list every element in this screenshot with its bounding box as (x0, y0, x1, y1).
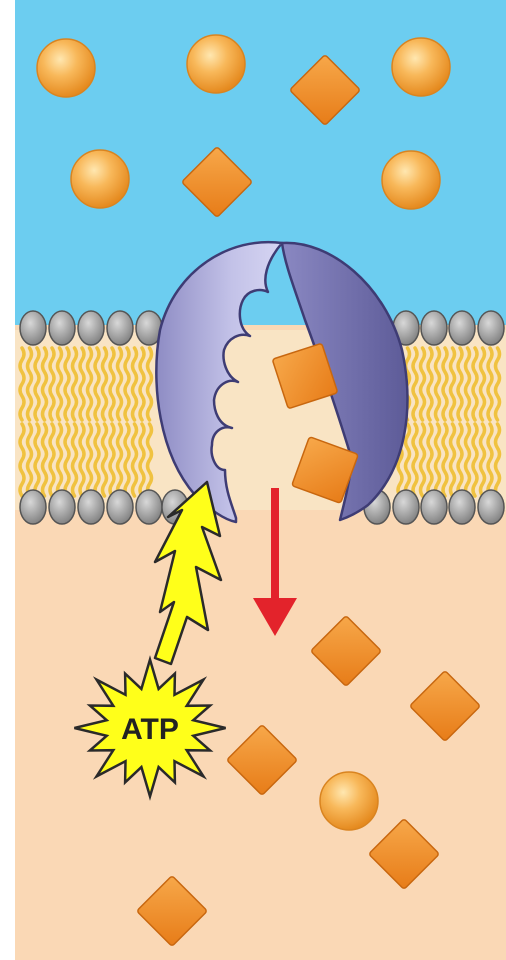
atp-starburst: ATP (74, 660, 225, 797)
lipid-head (478, 311, 504, 345)
sphere-molecule (71, 150, 129, 208)
lipid-head (393, 490, 419, 524)
lipid-head (421, 311, 447, 345)
lipid-head (449, 311, 475, 345)
lipid-head (421, 490, 447, 524)
sphere-molecule (37, 39, 95, 97)
lipid-head (49, 490, 75, 524)
lipid-head (49, 311, 75, 345)
lipid-head (20, 311, 46, 345)
lipid-bilayer (15, 311, 506, 524)
lipid-head (449, 490, 475, 524)
lipid-head (78, 311, 104, 345)
lipid-head (78, 490, 104, 524)
lipid-head (136, 490, 162, 524)
sphere-molecule (382, 151, 440, 209)
sphere-molecule (392, 38, 450, 96)
lipid-head (478, 490, 504, 524)
sphere-molecule (320, 772, 378, 830)
lipid-head (20, 490, 46, 524)
atp-label: ATP (121, 713, 179, 746)
lipid-head (107, 490, 133, 524)
lipid-head (107, 311, 133, 345)
sphere-molecule (187, 35, 245, 93)
